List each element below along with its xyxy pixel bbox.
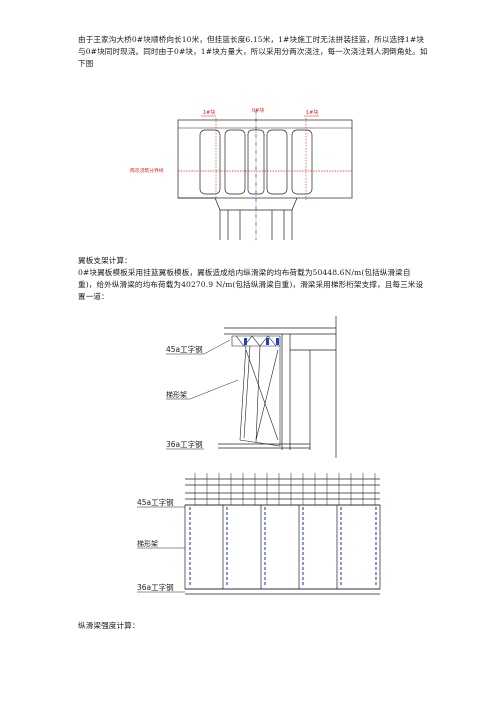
fig3-blue-posts <box>189 507 377 587</box>
fig1-cells <box>199 129 313 195</box>
fig2-label-mid: 梯形架 <box>166 390 187 399</box>
figure-trapezoid-frame-elevation: 45a工字钢 梯形架 36a工字钢 <box>137 473 381 595</box>
fig3-top-ticks <box>194 473 376 505</box>
fig2-trapezoid-frame <box>239 345 281 447</box>
figure-box-girder: 1#块 0#块 1#块 两次浇筑分界线 <box>130 107 353 240</box>
paragraph-wing-support: 0#块翼板模板采用挂篮翼板模板，翼板造成给内纵滑梁的均布荷载为50448.6N/… <box>78 268 424 302</box>
fig3-label-bot: 36a工字钢 <box>137 582 174 592</box>
heading-wing-support: 翼板支架计算： <box>78 256 132 265</box>
fig1-piers <box>178 197 298 240</box>
fig2-label-bot: 36a工字钢 <box>166 439 203 449</box>
fig1-outer-box <box>177 119 353 199</box>
fig1-label-pour: 两次浇筑分界线 <box>130 167 164 174</box>
fig2-leader-top-2 <box>203 339 231 355</box>
fig2-bottom-beam <box>218 443 310 449</box>
fig2-leader-mid-2 <box>189 379 239 400</box>
fig3-bottom-beam <box>185 588 380 595</box>
fig1-label-left: 1#块 <box>203 109 215 116</box>
fig1-label-right: 1#块 <box>306 109 318 116</box>
paragraph-intro: 由于王家沟大桥0#块顺桥向长10米，但挂篮长度6.15米，1#块施工时无法拼装挂… <box>78 35 428 69</box>
fig3-frame-panels <box>184 504 381 590</box>
heading-longitudinal-beam: 纵滑梁强度计算： <box>78 621 140 630</box>
fig2-label-top: 45a工字钢 <box>166 344 203 354</box>
fig1-label-mid: 0#块 <box>252 107 264 114</box>
fig3-label-mid: 梯形架 <box>137 539 158 548</box>
fig2-top-truss <box>231 335 281 347</box>
figure-trapezoid-frame-section: 45a工字钢 梯形架 36a工字钢 <box>166 316 337 458</box>
fig2-blue-bolts <box>244 338 279 345</box>
fig3-label-top: 45a工字钢 <box>137 497 174 507</box>
fig2-girder <box>224 316 337 458</box>
